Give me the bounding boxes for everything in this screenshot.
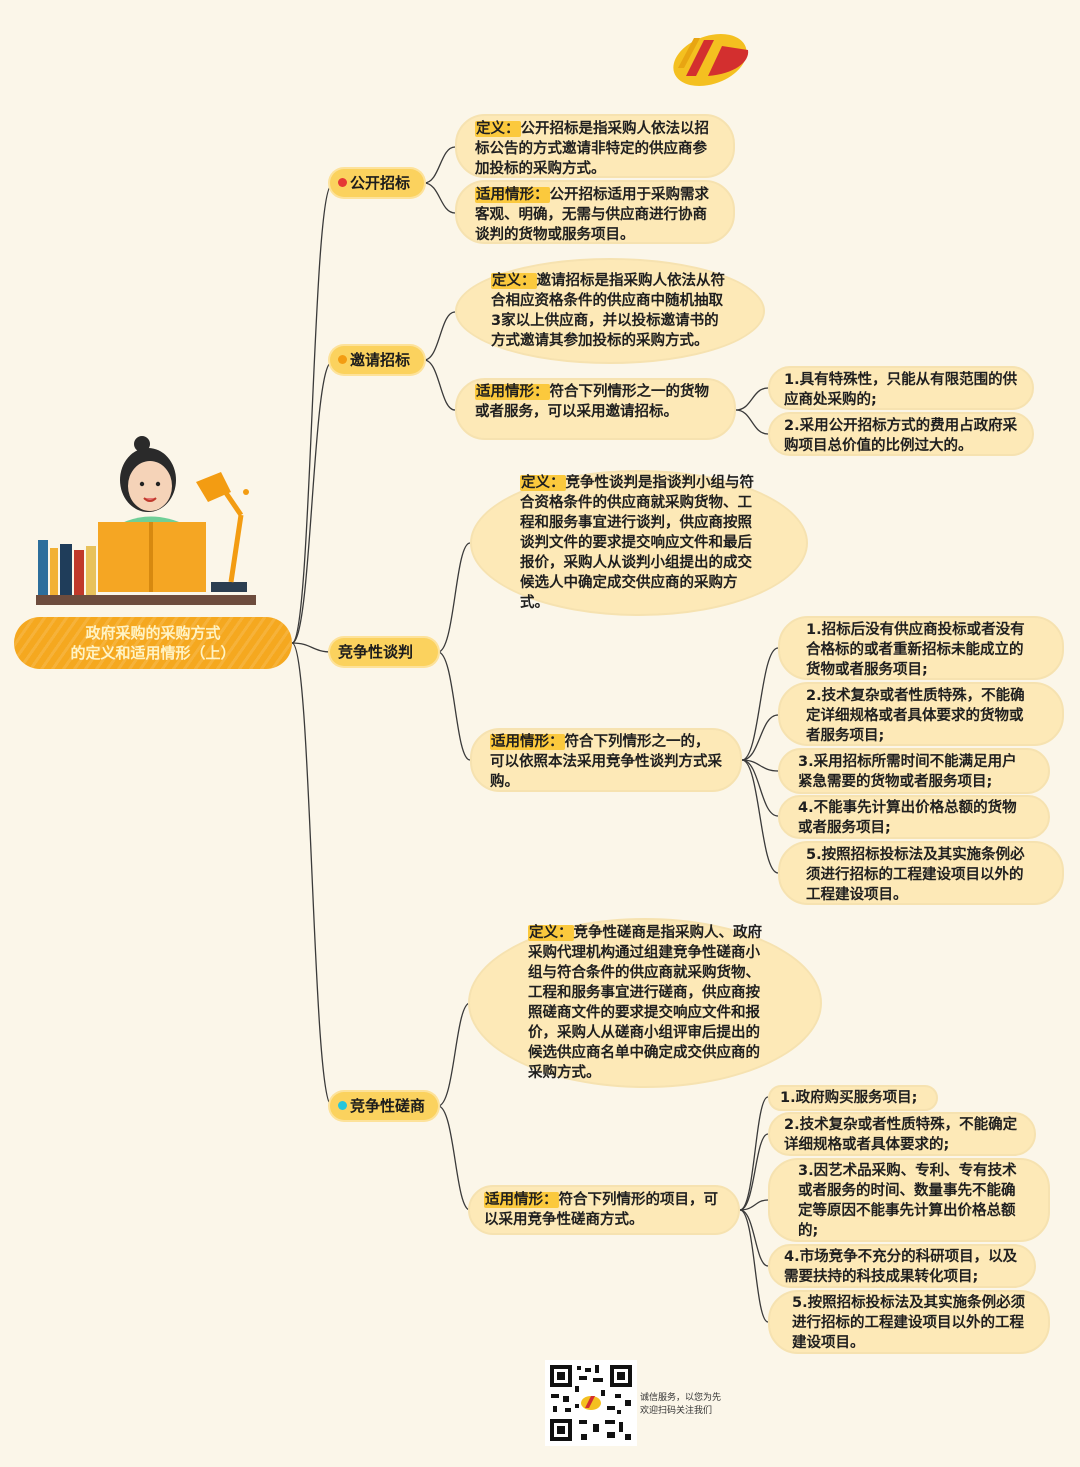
brand-logo xyxy=(673,33,749,87)
applicable-node: 适用情形：符合下列情形之一的，可以依照本法采用竞争性谈判方式采购。 xyxy=(470,728,742,792)
qr-code xyxy=(545,1360,637,1446)
list-item: 1.招标后没有供应商投标或者没有合格标的或者重新招标未能成立的货物或者服务项目; xyxy=(778,616,1064,680)
branch-competitive-consultation: 竞争性磋商 xyxy=(330,1092,438,1120)
list-item: 3.采用招标所需时间不能满足用户紧急需要的货物或者服务项目; xyxy=(778,748,1050,794)
status-dot-icon xyxy=(338,1101,347,1110)
number-two-icon xyxy=(338,355,347,364)
definition-text: 公开招标是指采购人依法以招标公告的方式邀请非特定的供应商参加投标的采购方式。 xyxy=(475,121,709,177)
root-title-line2: 的定义和适用情形（上） xyxy=(70,644,236,662)
branch-label: 竞争性谈判 xyxy=(338,643,414,661)
branch-competitive-negotiation: 竞争性谈判 xyxy=(330,638,438,666)
applicable-text: 符合下列情形之一的货物或者服务，可以采用邀请招标。 xyxy=(475,384,709,420)
applicable-label: 适用情形： xyxy=(490,734,565,750)
number-one-icon xyxy=(338,178,347,187)
footer-text: 诚信服务，以您为先 欢迎扫码关注我们 xyxy=(640,1392,721,1418)
definition-node: 定义：竞争性谈判是指谈判小组与符合资格条件的供应商就采购货物、工程和服务事宜进行… xyxy=(470,470,808,616)
list-item: 2.技术复杂或者性质特殊，不能确定详细规格或者具体要求的; xyxy=(768,1112,1036,1156)
root-node: 政府采购的采购方式 的定义和适用情形（上） xyxy=(14,617,292,669)
list-item: 5.按照招标投标法及其实施条例必须进行招标的工程建设项目以外的工程建设项目。 xyxy=(778,841,1064,905)
list-item: 4.市场竞争不充分的科研项目，以及需要扶持的科技成果转化项目; xyxy=(768,1244,1036,1288)
list-item: 1.具有特殊性，只能从有限范围的供应商处采购的; xyxy=(768,366,1034,410)
definition-node: 定义：竞争性磋商是指采购人、政府采购代理机构通过组建竞争性磋商小组与符合条件的供… xyxy=(468,918,822,1088)
applicable-label: 适用情形： xyxy=(475,187,550,203)
definition-label: 定义： xyxy=(528,925,574,941)
branch-invited-tender: 邀请招标 xyxy=(330,346,424,374)
list-item: 3.因艺术品采购、专利、专有技术或者服务的时间、数量事先不能确定等原因不能事先计… xyxy=(768,1158,1050,1242)
definition-label: 定义： xyxy=(475,121,521,137)
definition-label: 定义： xyxy=(491,273,537,289)
applicable-label: 适用情形： xyxy=(475,384,550,400)
definition-text: 竞争性谈判是指谈判小组与符合资格条件的供应商就采购货物、工程和服务事宜进行谈判，… xyxy=(520,475,754,611)
list-item: 5.按照招标投标法及其实施条例必须进行招标的工程建设项目以外的工程建设项目。 xyxy=(768,1290,1050,1354)
applicable-text: 符合下列情形之一的，可以依照本法采用竞争性谈判方式采购。 xyxy=(490,734,722,790)
list-item: 2.技术复杂或者性质特殊，不能确定详细规格或者具体要求的货物或者服务项目; xyxy=(778,682,1064,746)
applicable-node: 适用情形：符合下列情形之一的货物或者服务，可以采用邀请招标。 xyxy=(455,378,736,440)
applicable-node: 适用情形：公开招标适用于采购需求客观、明确，无需与供应商进行协商谈判的货物或服务… xyxy=(455,180,735,244)
definition-text: 竞争性磋商是指采购人、政府采购代理机构通过组建竞争性磋商小组与符合条件的供应商就… xyxy=(528,925,762,1081)
applicable-label: 适用情形： xyxy=(484,1192,559,1208)
list-item: 1.政府购买服务项目; xyxy=(768,1085,938,1111)
definition-label: 定义： xyxy=(520,475,566,491)
definition-node: 定义：邀请招标是指采购人依法从符合相应资格条件的供应商中随机抽取3家以上供应商，… xyxy=(455,258,765,364)
branch-label: 公开招标 xyxy=(350,174,411,192)
root-title-line1: 政府采购的采购方式 xyxy=(85,624,221,642)
reader-illustration xyxy=(36,436,256,605)
definition-text: 邀请招标是指采购人依法从符合相应资格条件的供应商中随机抽取3家以上供应商，并以投… xyxy=(491,273,725,349)
branch-public-tender: 公开招标 xyxy=(330,169,424,197)
applicable-text: 公开招标适用于采购需求客观、明确，无需与供应商进行协商谈判的货物或服务项目。 xyxy=(475,187,709,243)
footer-line1: 诚信服务，以您为先 xyxy=(640,1393,722,1403)
branch-label: 竞争性磋商 xyxy=(350,1097,426,1115)
list-item: 2.采用公开招标方式的费用占政府采购项目总价值的比例过大的。 xyxy=(768,412,1034,456)
applicable-node: 适用情形：符合下列情形的项目，可以采用竞争性磋商方式。 xyxy=(468,1185,740,1235)
branch-label: 邀请招标 xyxy=(350,351,411,369)
footer-line2: 欢迎扫码关注我们 xyxy=(640,1406,713,1416)
list-item: 4.不能事先计算出价格总额的货物或者服务项目; xyxy=(778,795,1050,839)
definition-node: 定义：公开招标是指采购人依法以招标公告的方式邀请非特定的供应商参加投标的采购方式… xyxy=(455,114,735,178)
applicable-text: 符合下列情形的项目，可以采用竞争性磋商方式。 xyxy=(484,1192,718,1228)
